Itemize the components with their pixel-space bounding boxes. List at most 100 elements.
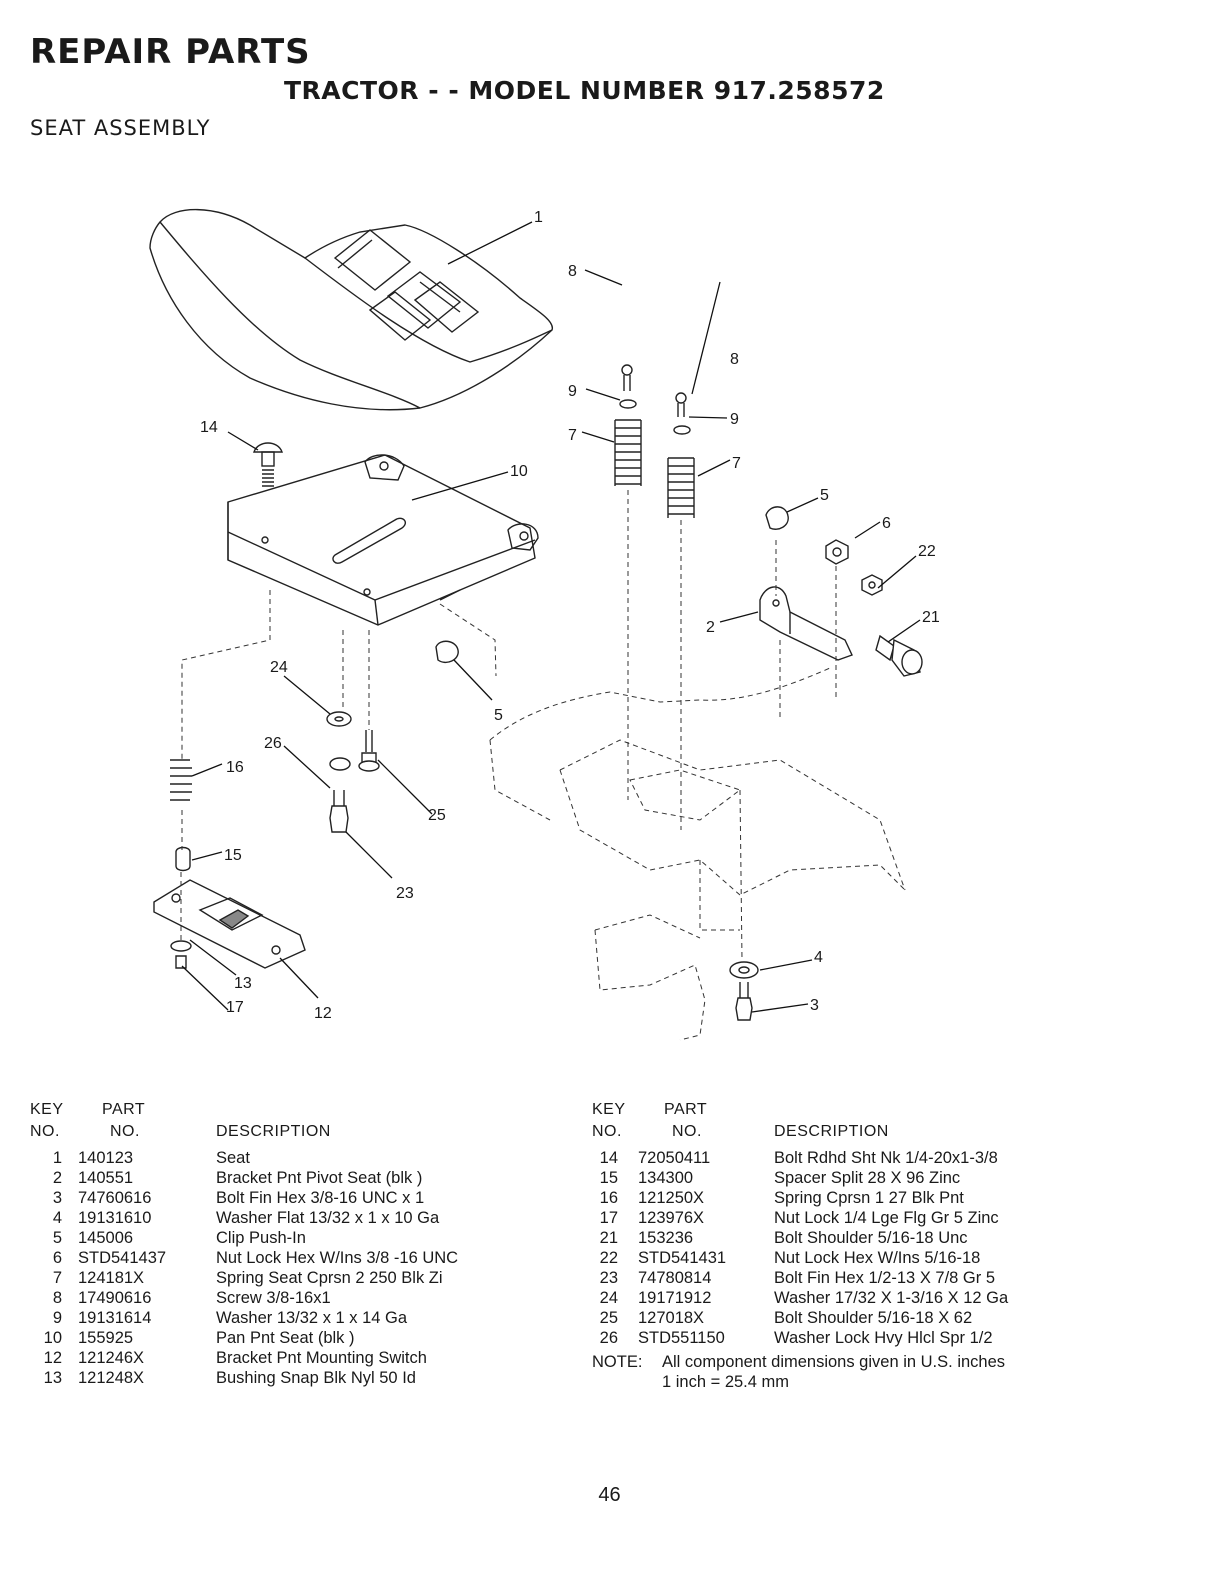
key-no: 12 — [43, 1349, 62, 1367]
header-key-line1: KEY — [30, 1101, 64, 1118]
description: Spacer Split 28 X 96 Zinc — [774, 1169, 961, 1187]
diagram-callouts: 1 14 10 8 9 8 9 7 7 5 6 22 2 21 24 5 26 … — [200, 209, 940, 1022]
spring-7-left-drawing — [614, 419, 642, 486]
key-no: 22 — [599, 1249, 618, 1267]
part-no: 153236 — [638, 1229, 694, 1247]
key-no: 9 — [52, 1309, 62, 1327]
callout-12: 12 — [314, 1005, 332, 1022]
seat-drawing — [149, 208, 554, 411]
key-no: 8 — [52, 1289, 62, 1307]
header-part-line1: PART — [102, 1101, 146, 1118]
part-no: 123976X — [638, 1209, 705, 1227]
page-title: REPAIR PARTS — [30, 32, 311, 72]
key-no: 7 — [52, 1269, 62, 1287]
note-label: NOTE: — [592, 1353, 643, 1371]
seat-assembly-diagram: 1 14 10 8 9 8 9 7 7 5 6 22 2 21 24 5 26 … — [149, 208, 940, 1041]
callout-26: 26 — [264, 735, 282, 752]
callout-4: 4 — [814, 949, 823, 966]
key-no: 2 — [52, 1169, 62, 1187]
description: Washer Lock Hvy Hlcl Spr 1/2 — [774, 1329, 993, 1347]
description: Bolt Rdhd Sht Nk 1/4-20x1-3/8 — [774, 1149, 998, 1167]
header-key-line2: NO. — [30, 1123, 60, 1140]
description: Nut Lock Hex W/Ins 5/16-18 — [774, 1249, 981, 1267]
section-title: SEAT ASSEMBLY — [30, 116, 211, 140]
description: Bolt Fin Hex 3/8-16 UNC x 1 — [216, 1189, 425, 1207]
callout-5-b: 5 — [494, 707, 503, 724]
description: Bracket Pnt Mounting Switch — [216, 1349, 427, 1367]
key-no: 16 — [599, 1189, 618, 1207]
part-no: 134300 — [638, 1169, 694, 1187]
part-no: 140123 — [78, 1149, 134, 1167]
part-no: 74760616 — [78, 1189, 152, 1207]
callout-17: 17 — [226, 999, 244, 1016]
description: Bolt Shoulder 5/16-18 Unc — [774, 1229, 968, 1247]
description: Bracket Pnt Pivot Seat (blk ) — [216, 1169, 423, 1187]
header-part-line1: PART — [664, 1101, 708, 1118]
model-subtitle: TRACTOR - - MODEL NUMBER 917.258572 — [284, 76, 885, 105]
callout-13: 13 — [234, 975, 252, 992]
description: Bolt Shoulder 5/16-18 X 62 — [774, 1309, 973, 1327]
part-no: 121250X — [638, 1189, 705, 1207]
part-no: STD541437 — [78, 1249, 167, 1267]
callout-7-b: 7 — [732, 455, 741, 472]
part-no: 124181X — [78, 1269, 145, 1287]
callout-25: 25 — [428, 807, 446, 824]
part-no: 155925 — [78, 1329, 134, 1347]
description: Washer 17/32 X 1-3/16 X 12 Ga — [774, 1289, 1009, 1307]
key-no: 6 — [52, 1249, 62, 1267]
table-row: 17 123976X Nut Lock 1/4 Lge Flg Gr 5 Zinc — [592, 1208, 1192, 1228]
callout-3: 3 — [810, 997, 819, 1014]
callout-24: 24 — [270, 659, 288, 676]
key-no: 17 — [599, 1209, 618, 1227]
description: Screw 3/8-16x1 — [216, 1289, 331, 1307]
callout-9-b: 9 — [730, 411, 739, 428]
part-no: 19131610 — [78, 1209, 152, 1227]
callout-10: 10 — [510, 463, 528, 480]
spring-7-right-drawing — [667, 457, 695, 518]
callout-1: 1 — [534, 209, 543, 226]
part-no: 72050411 — [638, 1149, 711, 1167]
part-no: 74780814 — [638, 1269, 712, 1287]
part-no: 19171912 — [638, 1289, 712, 1307]
description: Seat — [216, 1149, 250, 1167]
key-no: 26 — [599, 1329, 618, 1347]
table-row: 1 140123 Seat — [30, 1148, 550, 1168]
callout-2: 2 — [706, 619, 715, 636]
note-line1: All component dimensions given in U.S. i… — [662, 1353, 1006, 1371]
part-no: 145006 — [78, 1229, 134, 1247]
header-part-line2: NO. — [672, 1123, 702, 1140]
callout-22: 22 — [918, 543, 936, 560]
description: Spring Cprsn 1 27 Blk Pnt — [774, 1189, 964, 1207]
key-no: 1 — [52, 1149, 62, 1167]
header-description: DESCRIPTION — [774, 1123, 889, 1140]
part-no: 19131614 — [78, 1309, 152, 1327]
callout-15: 15 — [224, 847, 242, 864]
key-no: 13 — [43, 1369, 62, 1387]
callout-5-a: 5 — [820, 487, 829, 504]
callout-21: 21 — [922, 609, 940, 626]
description: Clip Push-In — [216, 1229, 306, 1247]
note-line2: 1 inch = 25.4 mm — [662, 1373, 790, 1391]
key-no: 25 — [599, 1309, 618, 1327]
description: Nut Lock Hex W/Ins 3/8 -16 UNC — [216, 1249, 459, 1267]
header-description: DESCRIPTION — [216, 1123, 331, 1140]
description: Nut Lock 1/4 Lge Flg Gr 5 Zinc — [774, 1209, 999, 1227]
table-row: 16 121250X Spring Cprsn 1 27 Blk Pnt — [592, 1188, 1192, 1208]
page-number: 46 — [598, 1484, 621, 1506]
